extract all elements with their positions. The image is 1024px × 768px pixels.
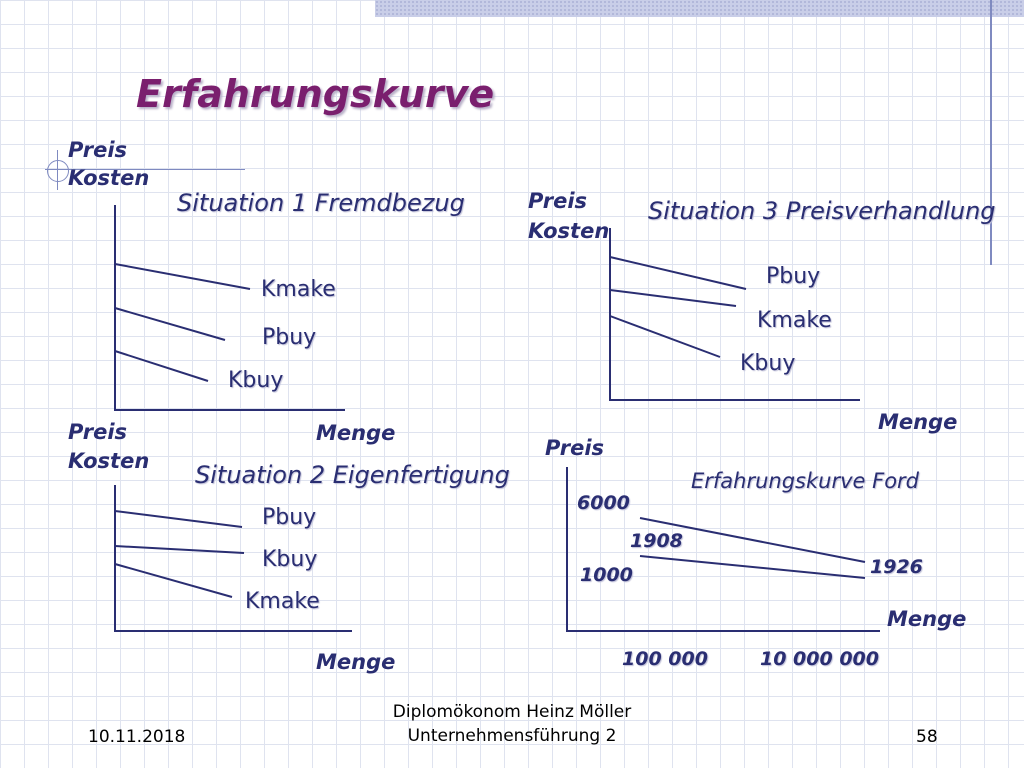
ford-axes	[566, 467, 880, 632]
s2-label-kosten: Kosten	[68, 449, 150, 473]
s2-line-kbuy	[114, 545, 245, 554]
s1-label-preis: Preis	[68, 138, 128, 162]
s1-heading: Situation 1 Fremdbezug	[177, 189, 465, 217]
top-decor-band	[375, 0, 1024, 17]
s3-curve-label-pbuy: Pbuy	[766, 264, 821, 289]
s3-curve-label-kbuy: Kbuy	[740, 351, 796, 376]
ford-y-label-6000: 6000	[577, 492, 630, 514]
decor-vertical-line	[990, 0, 992, 265]
s2-heading: Situation 2 Eigenfertigung	[195, 461, 510, 489]
ford-line-cost	[639, 555, 866, 579]
ford-label-preis: Preis	[545, 436, 605, 460]
ford-x-label-10000000: 10 000 000	[760, 648, 879, 670]
decor-horizontal-line	[45, 169, 245, 170]
s1-line-kmake	[114, 263, 251, 290]
s3-axes	[609, 228, 860, 401]
ford-label-menge: Menge	[887, 607, 967, 631]
slide-title: Erfahrungskurve	[136, 72, 495, 116]
s1-curve-label-kbuy: Kbuy	[228, 368, 284, 393]
s1-curve-label-pbuy: Pbuy	[262, 325, 317, 350]
footer-page-number: 58	[916, 727, 938, 747]
ford-x-label-100000: 100 000	[622, 648, 708, 670]
s2-line-kmake	[114, 563, 233, 598]
ford-year-1926: 1926	[870, 556, 923, 578]
s1-line-pbuy	[114, 307, 226, 341]
decor-circle	[47, 160, 69, 182]
ford-heading: Erfahrungskurve Ford	[691, 469, 920, 493]
ford-y-label-1000: 1000	[580, 564, 633, 586]
s2-label-menge: Menge	[316, 650, 396, 674]
s1-axes	[114, 205, 345, 411]
s2-curve-label-kmake: Kmake	[245, 589, 320, 614]
footer-course: Unternehmensführung 2	[407, 726, 617, 746]
s1-line-kbuy	[114, 350, 209, 382]
ford-line-price	[639, 517, 866, 563]
s3-label-menge: Menge	[878, 410, 958, 434]
ford-year-1908: 1908	[630, 530, 683, 552]
s3-heading: Situation 3 Preisverhandlung	[648, 197, 996, 225]
s1-label-menge: Menge	[316, 421, 396, 445]
s2-curve-label-kbuy: Kbuy	[262, 547, 318, 572]
s3-line-pbuy	[609, 256, 747, 290]
s2-label-preis: Preis	[68, 420, 128, 444]
s2-curve-label-pbuy: Pbuy	[262, 505, 317, 530]
footer-date: 10.11.2018	[88, 727, 186, 747]
s2-line-pbuy	[114, 510, 243, 528]
s2-axes	[114, 485, 352, 632]
s3-curve-label-kmake: Kmake	[757, 308, 832, 333]
s3-line-kbuy	[609, 315, 721, 358]
s3-label-kosten: Kosten	[528, 219, 610, 243]
s1-curve-label-kmake: Kmake	[261, 277, 336, 302]
s3-line-kmake	[609, 289, 737, 307]
s3-label-preis: Preis	[528, 189, 588, 213]
footer-author: Diplomökonom Heinz Möller	[392, 702, 632, 722]
s1-label-kosten: Kosten	[68, 166, 150, 190]
